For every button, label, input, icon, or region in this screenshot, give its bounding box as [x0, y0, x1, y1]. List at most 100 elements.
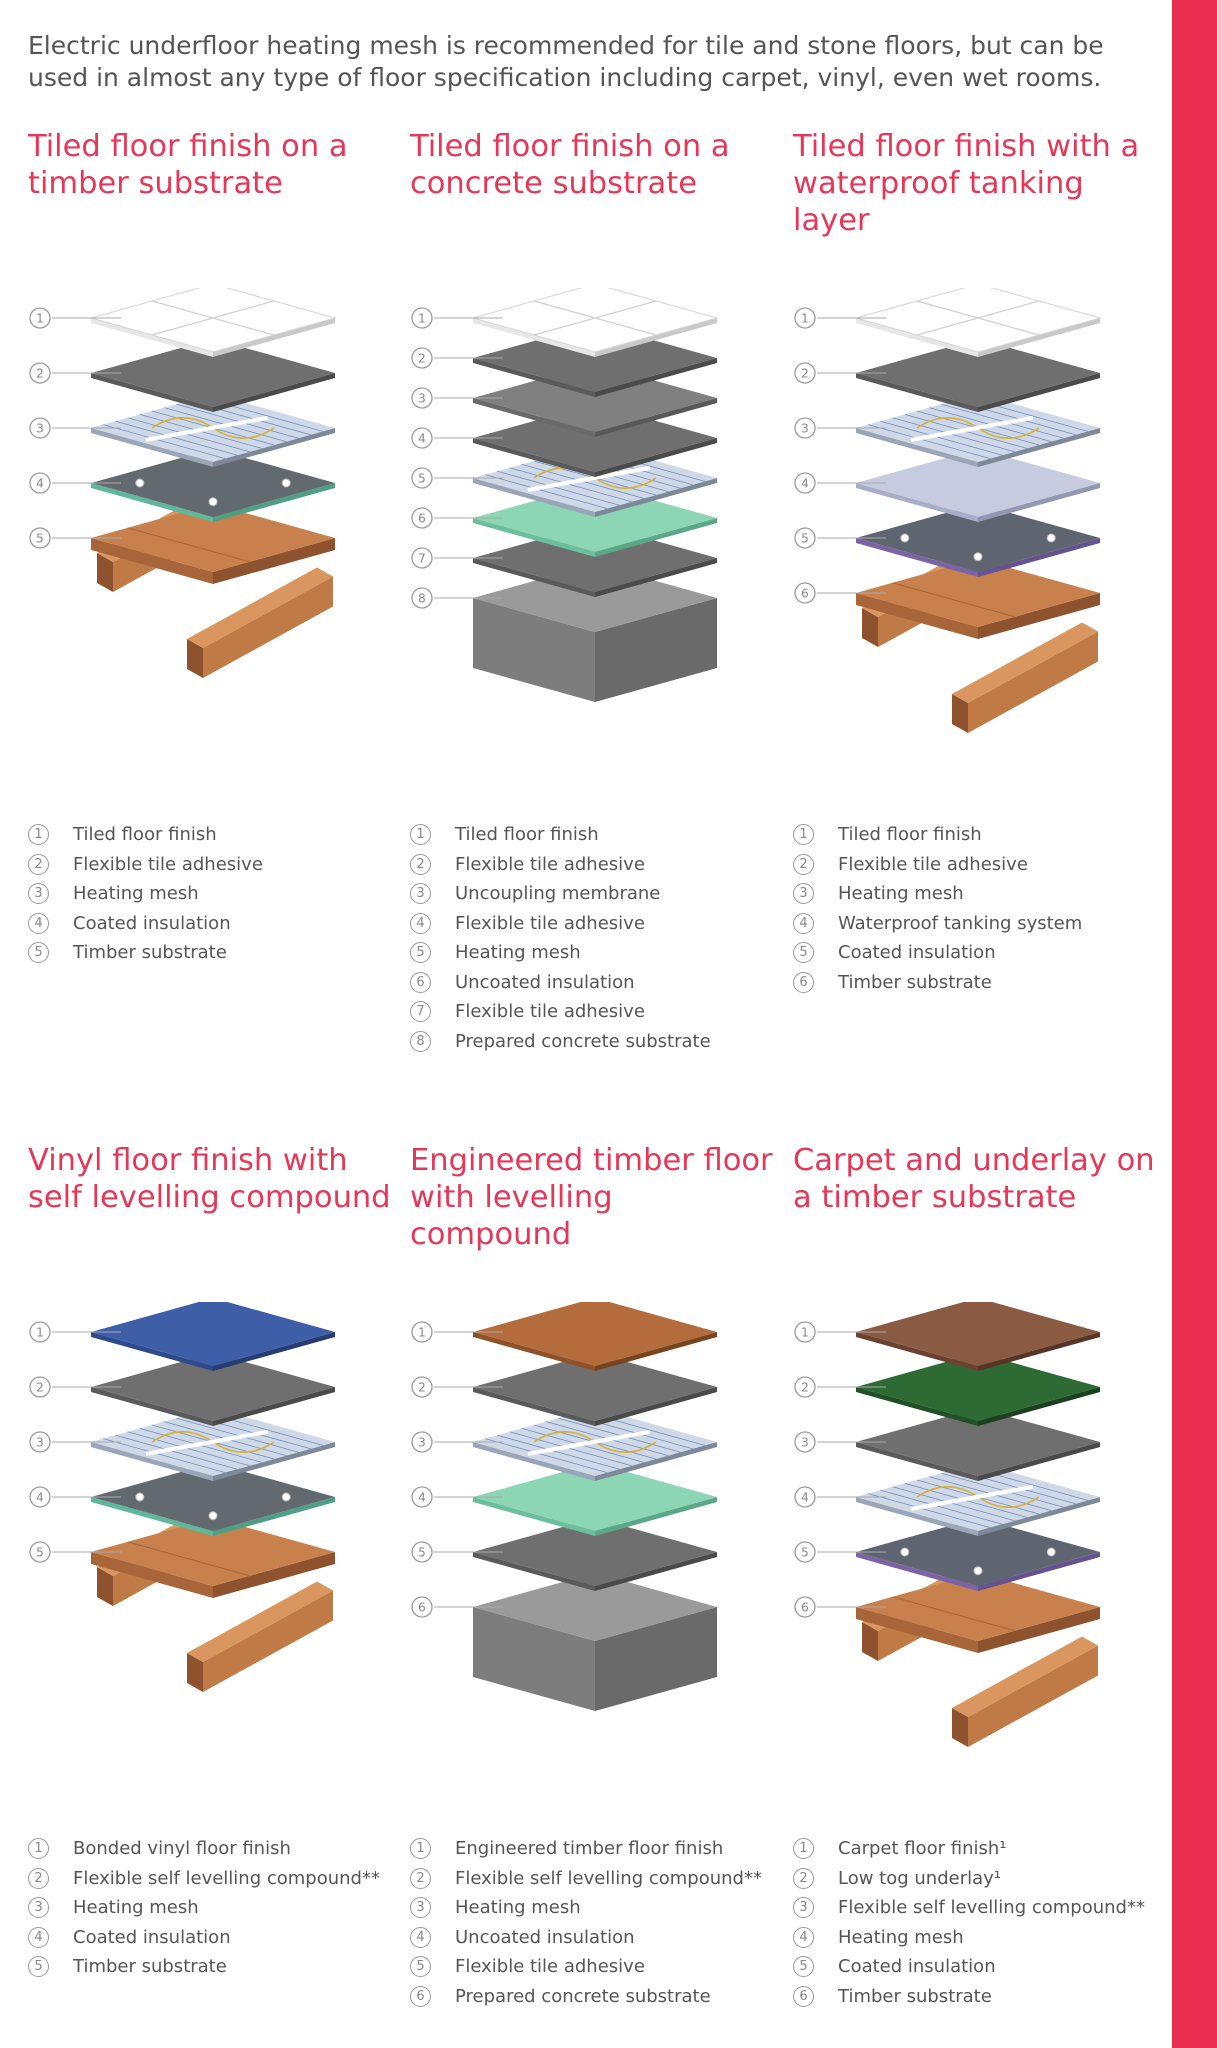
legend-item: 1Carpet floor finish¹ — [793, 1834, 1145, 1864]
legend-number: 2 — [410, 854, 431, 875]
legend-item: 4Uncoated insulation — [410, 1923, 762, 1953]
legend-number: 3 — [28, 1897, 49, 1918]
legend-label: Timber substrate — [838, 972, 992, 993]
legend-item: 1 Tiled floor finish — [793, 820, 1082, 850]
legend-label: Tiled floor finish — [455, 824, 599, 845]
svg-text:4: 4 — [36, 477, 44, 491]
layer-diagram: 12345 — [28, 288, 388, 748]
legend-number: 7 — [410, 1001, 431, 1022]
svg-text:1: 1 — [418, 1326, 426, 1340]
legend-item: 2 Flexible tile adhesive — [410, 850, 711, 880]
legend-item: 4Heating mesh — [793, 1923, 1145, 1953]
layer-legend: 1Tiled floor finish2Flexible tile adhesi… — [28, 820, 263, 968]
legend-number: 4 — [410, 913, 431, 934]
svg-text:4: 4 — [36, 1491, 44, 1505]
legend-number: 2 — [410, 1868, 431, 1889]
legend-item: 6Prepared concrete substrate — [410, 1982, 762, 2012]
legend-item: 2 Flexible tile adhesive — [28, 850, 263, 880]
legend-item: 4 Waterproof tanking system — [793, 909, 1082, 939]
legend-label: Tiled floor finish — [838, 824, 982, 845]
legend-number: 1 — [793, 1838, 814, 1859]
legend-number: 3 — [410, 883, 431, 904]
svg-text:8: 8 — [418, 592, 426, 606]
legend-label: Waterproof tanking system — [838, 913, 1082, 934]
svg-text:5: 5 — [418, 1546, 426, 1560]
panel-title: Tiled floor finish with a waterproof tan… — [793, 128, 1163, 239]
legend-number: 3 — [410, 1897, 431, 1918]
legend-number: 5 — [793, 1956, 814, 1977]
tile-layer — [856, 288, 1100, 357]
layer-diagram: 12345 — [28, 1302, 388, 1762]
legend-number: 4 — [28, 1927, 49, 1948]
legend-item: 3 Heating mesh — [28, 879, 263, 909]
legend-label: Coated insulation — [838, 942, 996, 963]
legend-label: Coated insulation — [838, 1956, 996, 1977]
layer-diagram: 123456 — [793, 1302, 1153, 1762]
legend-number: 1 — [793, 824, 814, 845]
legend-number: 6 — [793, 1986, 814, 2007]
legend-label: Heating mesh — [73, 883, 199, 904]
legend-label: Low tog underlay¹ — [838, 1868, 1001, 1889]
legend-label: Flexible tile adhesive — [455, 854, 645, 875]
legend-number: 4 — [410, 1927, 431, 1948]
panel-title: Engineered timber floor with levelling c… — [410, 1142, 780, 1253]
legend-item: 1Tiled floor finish — [410, 820, 711, 850]
legend-label: Uncoupling membrane — [455, 883, 660, 904]
svg-text:6: 6 — [801, 587, 809, 601]
legend-item: 4 Coated insulation — [28, 909, 263, 939]
legend-label: Coated insulation — [73, 913, 231, 934]
svg-text:5: 5 — [801, 532, 809, 546]
legend-label: Timber substrate — [838, 1986, 992, 2007]
legend-number: 6 — [793, 972, 814, 993]
svg-text:2: 2 — [36, 367, 44, 381]
legend-label: Flexible tile adhesive — [838, 854, 1028, 875]
legend-label: Flexible tile adhesive — [455, 1001, 645, 1022]
legend-number: 3 — [28, 883, 49, 904]
legend-number: 4 — [793, 913, 814, 934]
layer-diagram: 12345678 — [410, 288, 770, 748]
legend-number: 4 — [28, 913, 49, 934]
legend-item: 1Bonded vinyl floor finish — [28, 1834, 380, 1864]
svg-text:2: 2 — [418, 1381, 426, 1395]
legend-item: 2 Flexible self levelling compound** — [410, 1864, 762, 1894]
svg-text:3: 3 — [418, 1436, 426, 1450]
svg-text:1: 1 — [801, 1326, 809, 1340]
legend-item: 3 Heating mesh — [28, 1893, 380, 1923]
legend-number: 2 — [28, 854, 49, 875]
legend-item: 2 Flexible tile adhesive — [793, 850, 1082, 880]
svg-text:3: 3 — [801, 422, 809, 436]
svg-text:2: 2 — [801, 1381, 809, 1395]
legend-number: 5 — [410, 1956, 431, 1977]
svg-text:6: 6 — [418, 512, 426, 526]
svg-text:3: 3 — [801, 1436, 809, 1450]
legend-item: 3 Flexible self levelling compound** — [793, 1893, 1145, 1923]
legend-label: Uncoated insulation — [455, 972, 635, 993]
legend-number: 2 — [28, 1868, 49, 1889]
legend-label: Timber substrate — [73, 1956, 227, 1977]
svg-text:2: 2 — [801, 367, 809, 381]
legend-label: Flexible self levelling compound** — [838, 1897, 1145, 1918]
carpet-layer — [856, 1302, 1100, 1371]
legend-label: Flexible self levelling compound** — [455, 1868, 762, 1889]
legend-item: 6 Timber substrate — [793, 1982, 1145, 2012]
accent-side-bar — [1172, 0, 1217, 2048]
tile-layer — [91, 288, 335, 357]
svg-text:3: 3 — [418, 392, 426, 406]
svg-text:1: 1 — [36, 312, 44, 326]
legend-number: 3 — [793, 1897, 814, 1918]
legend-number: 6 — [410, 1986, 431, 2007]
legend-item: 2Low tog underlay¹ — [793, 1864, 1145, 1894]
legend-number: 2 — [793, 854, 814, 875]
legend-label: Coated insulation — [73, 1927, 231, 1948]
svg-text:4: 4 — [801, 477, 809, 491]
legend-label: Heating mesh — [455, 942, 581, 963]
svg-text:1: 1 — [418, 312, 426, 326]
legend-number: 5 — [28, 1956, 49, 1977]
layer-legend: 1Tiled floor finish2Flexible tile adhesi… — [410, 820, 711, 1056]
legend-label: Flexible tile adhesive — [73, 854, 263, 875]
legend-label: Heating mesh — [73, 1897, 199, 1918]
legend-item: 3 Uncoupling membrane — [410, 879, 711, 909]
svg-text:4: 4 — [418, 1491, 426, 1505]
svg-text:3: 3 — [36, 422, 44, 436]
legend-item: 5Coated insulation — [793, 938, 1082, 968]
